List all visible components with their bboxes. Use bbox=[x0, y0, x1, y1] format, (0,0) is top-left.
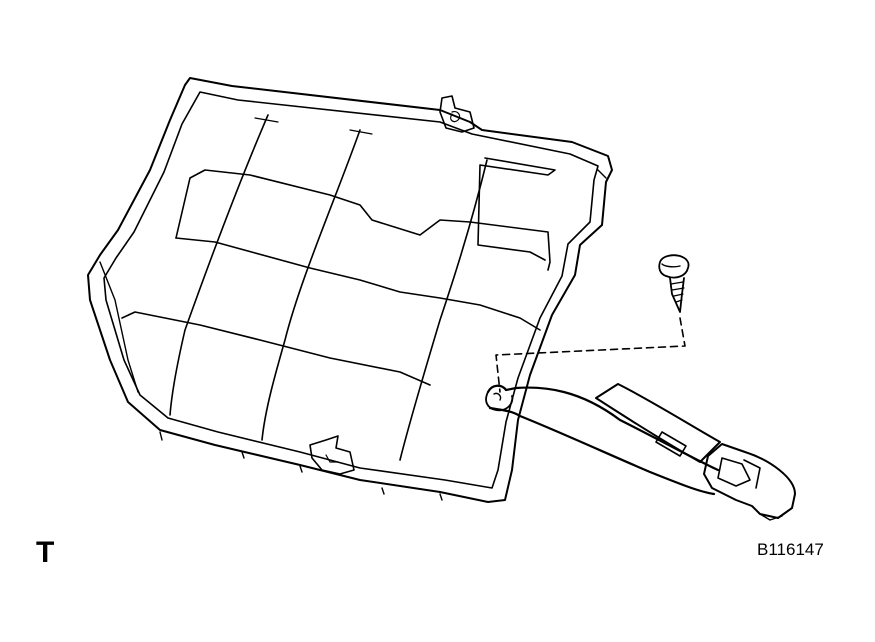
corner-label: T bbox=[36, 536, 55, 569]
installation-guide-line bbox=[495, 317, 686, 393]
figure-id: B116147 bbox=[757, 540, 824, 559]
seat-cushion-frame bbox=[87, 77, 613, 503]
frame-bottom-tabs bbox=[159, 431, 443, 501]
wire-springs bbox=[121, 114, 556, 461]
bottom-clip bbox=[309, 435, 355, 475]
bolt bbox=[658, 254, 690, 313]
seat-belt-assembly bbox=[485, 383, 796, 521]
top-clip bbox=[439, 95, 475, 133]
